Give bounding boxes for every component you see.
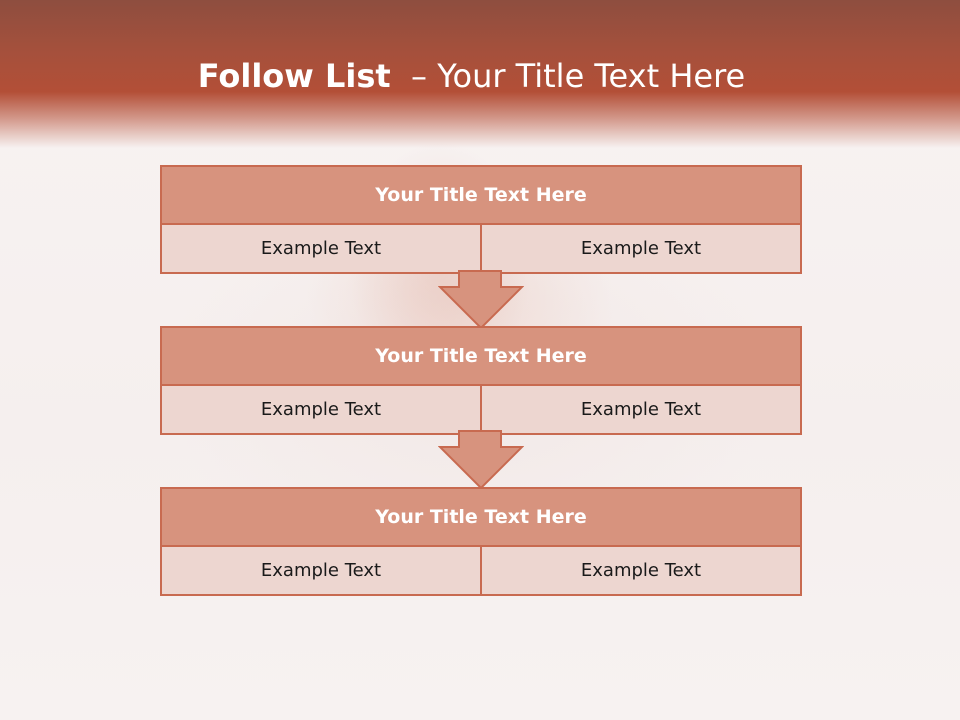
header-band xyxy=(0,0,960,148)
step-2-title: Your Title Text Here xyxy=(160,326,802,386)
step-1-left-text: Example Text xyxy=(160,223,482,274)
step-3-left-text: Example Text xyxy=(160,545,482,596)
step-2-right-text: Example Text xyxy=(480,384,802,435)
down-arrow-1 xyxy=(438,270,524,330)
step-1-title: Your Title Text Here xyxy=(160,165,802,225)
down-arrow-2 xyxy=(438,430,524,490)
slide-title: Follow List – Your Title Text Here xyxy=(0,52,943,100)
step-3-right-text: Example Text xyxy=(480,545,802,596)
slide-title-bold: Follow List xyxy=(197,57,391,95)
step-2-left-text: Example Text xyxy=(160,384,482,435)
slide-title-rest: Your Title Text Here xyxy=(437,57,746,95)
step-3-title: Your Title Text Here xyxy=(160,487,802,547)
slide-title-dash: – xyxy=(411,57,428,95)
step-1-right-text: Example Text xyxy=(480,223,802,274)
